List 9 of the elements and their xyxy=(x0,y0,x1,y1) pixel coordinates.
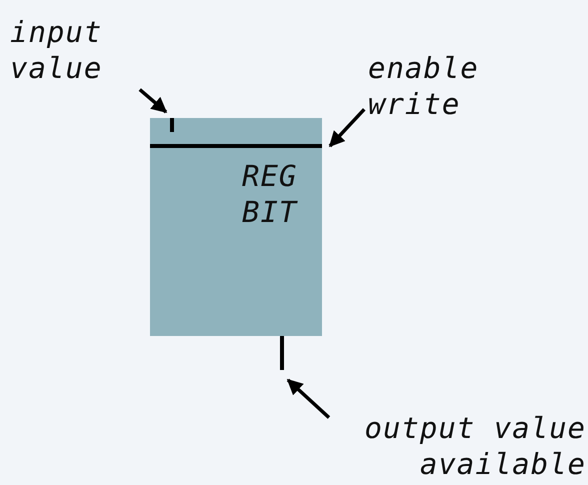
input-tick xyxy=(170,118,174,132)
arrow xyxy=(138,88,168,114)
register-label: REG BIT xyxy=(242,158,299,230)
enable-label: enable write xyxy=(368,50,480,122)
arrow xyxy=(328,108,366,148)
register-box xyxy=(150,118,322,336)
output-label: output value available xyxy=(363,410,586,482)
input-label: input value xyxy=(10,14,104,86)
arrow xyxy=(286,378,330,419)
